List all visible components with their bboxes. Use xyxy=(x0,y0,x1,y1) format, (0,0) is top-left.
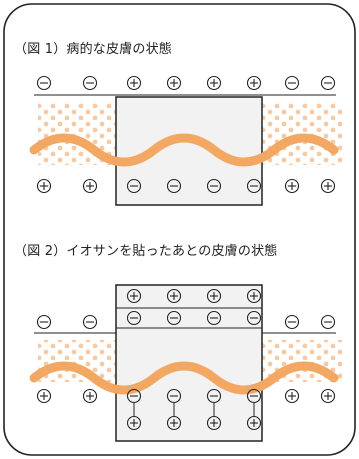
plus-charge-icon xyxy=(166,415,182,431)
plus-charge-icon xyxy=(166,75,182,91)
minus-charge-icon xyxy=(126,178,142,194)
figure1-caption: （図 1）病的な皮膚の状態 xyxy=(14,42,173,57)
minus-charge-icon xyxy=(284,75,300,91)
plus-charge-icon xyxy=(246,75,262,91)
minus-charge-icon xyxy=(166,310,182,326)
minus-charge-icon xyxy=(206,388,222,404)
minus-charge-icon xyxy=(82,314,98,330)
fig1-skin-wave xyxy=(29,133,339,167)
fig2-skin-wave xyxy=(29,361,339,395)
plus-charge-icon xyxy=(206,415,222,431)
plus-charge-icon xyxy=(320,178,336,194)
plus-charge-icon xyxy=(206,288,222,304)
plus-charge-icon xyxy=(246,415,262,431)
plus-charge-icon xyxy=(126,288,142,304)
plus-charge-icon xyxy=(166,288,182,304)
plus-charge-icon xyxy=(320,388,336,404)
minus-charge-icon xyxy=(36,314,52,330)
plus-charge-icon xyxy=(82,178,98,194)
plus-charge-icon xyxy=(126,415,142,431)
minus-charge-icon xyxy=(166,388,182,404)
minus-charge-icon xyxy=(82,75,98,91)
plus-charge-icon xyxy=(126,75,142,91)
plus-charge-icon xyxy=(36,178,52,194)
figure2-caption: （図 2）イオサンを貼ったあとの皮膚の状態 xyxy=(14,244,278,259)
minus-charge-icon xyxy=(206,178,222,194)
minus-charge-icon xyxy=(320,75,336,91)
figure2-illustration xyxy=(29,284,342,442)
plus-charge-icon xyxy=(284,388,300,404)
minus-charge-icon xyxy=(246,310,262,326)
minus-charge-icon xyxy=(126,310,142,326)
minus-charge-icon xyxy=(126,388,142,404)
charge-symbols xyxy=(36,75,336,431)
minus-charge-icon xyxy=(166,178,182,194)
plus-charge-icon xyxy=(36,388,52,404)
minus-charge-icon xyxy=(246,388,262,404)
minus-charge-icon xyxy=(36,75,52,91)
plus-charge-icon xyxy=(206,75,222,91)
minus-charge-icon xyxy=(320,314,336,330)
fig1-patch-box xyxy=(115,96,263,206)
figure1-illustration xyxy=(29,94,342,206)
minus-charge-icon xyxy=(246,178,262,194)
fig2-dots-left xyxy=(38,340,118,382)
minus-charge-icon xyxy=(206,310,222,326)
minus-charge-icon xyxy=(284,314,300,330)
plus-charge-icon xyxy=(82,388,98,404)
plus-charge-icon xyxy=(246,288,262,304)
plus-charge-icon xyxy=(284,178,300,194)
